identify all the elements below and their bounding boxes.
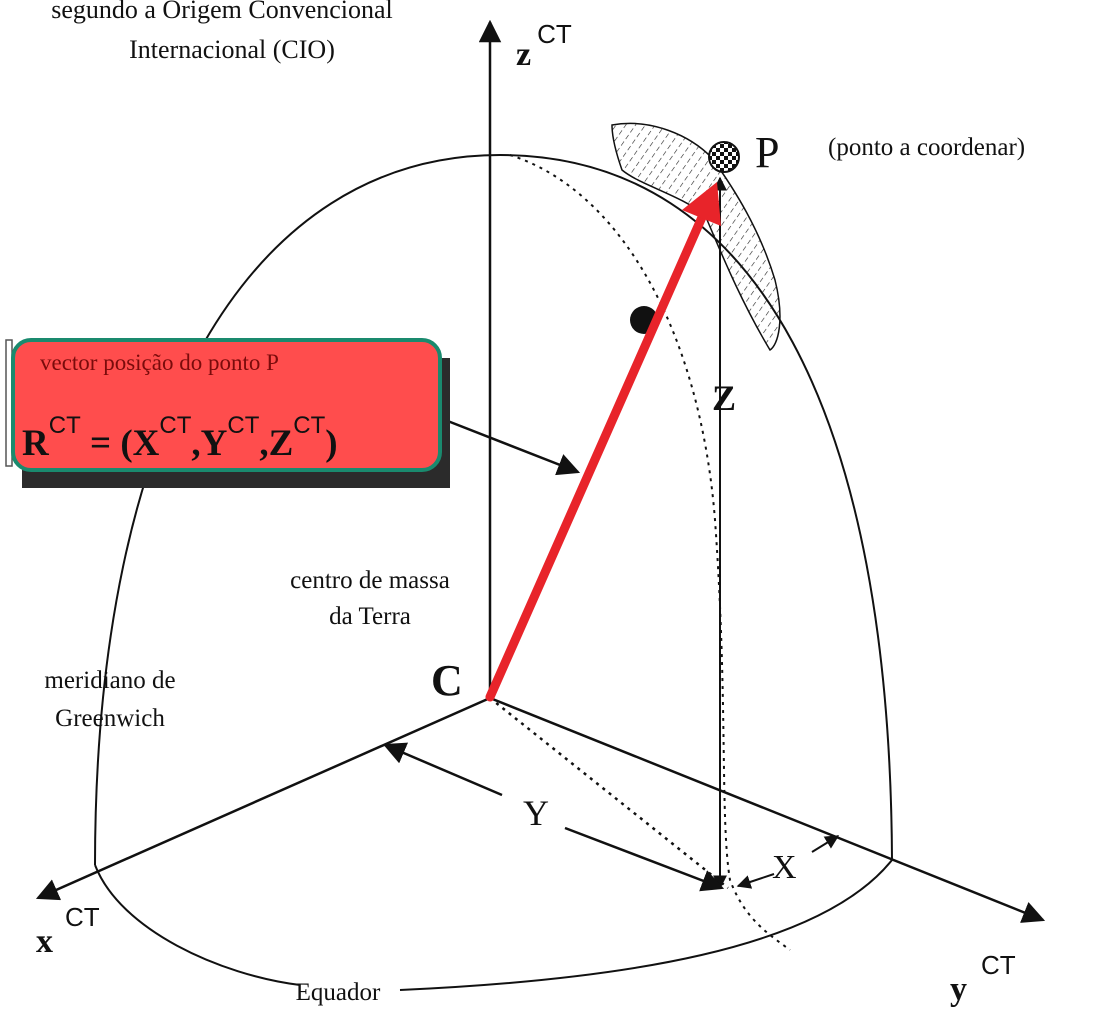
equator-curve-right xyxy=(399,859,893,991)
box-pointer-arrow xyxy=(439,416,581,476)
vector-box-caption: vector posição do ponto P xyxy=(40,350,279,375)
point-p-label: P xyxy=(755,128,779,177)
projection-dotted xyxy=(489,697,729,889)
center-label-line-2: da Terra xyxy=(329,603,411,630)
y-axis xyxy=(489,696,1046,923)
y-component-arrow-b xyxy=(564,826,725,892)
earth-outline xyxy=(94,153,893,866)
title-line-2: Internacional (CIO) xyxy=(129,35,335,64)
z-axis-label: zCT xyxy=(516,19,572,73)
z-component-label: Z xyxy=(712,378,736,418)
x-component-label: X xyxy=(772,849,797,886)
vector-position-box xyxy=(11,338,442,472)
y-component-arrow-a xyxy=(382,742,503,797)
center-label-line-1: centro de massa xyxy=(290,567,450,594)
point-p-marker xyxy=(708,141,740,173)
meridian-label-line-1: meridiano de xyxy=(44,667,175,694)
x-axis-label: xCT xyxy=(36,902,100,960)
meridian-p-dotted xyxy=(509,154,791,951)
title-line-1: segundo a Origem Convencional xyxy=(51,0,393,24)
center-c-label: C xyxy=(431,656,463,705)
position-vector-line xyxy=(485,210,708,702)
meridian-label-line-2: Greenwich xyxy=(55,705,165,732)
equator-label: Equador xyxy=(296,979,381,1006)
x-component-arrow-b xyxy=(811,835,840,853)
point-p-note: (ponto a coordenar) xyxy=(828,134,1025,161)
vector-formula: RCT = (XCT,YCT,ZCT) xyxy=(22,412,338,464)
position-vector-head xyxy=(682,182,721,226)
equator-curve xyxy=(94,864,301,986)
x-axis xyxy=(35,696,491,901)
y-axis-label: yCT xyxy=(950,950,1016,1008)
y-component-label: Y xyxy=(523,793,549,833)
x-component-arrow-a xyxy=(736,873,775,889)
